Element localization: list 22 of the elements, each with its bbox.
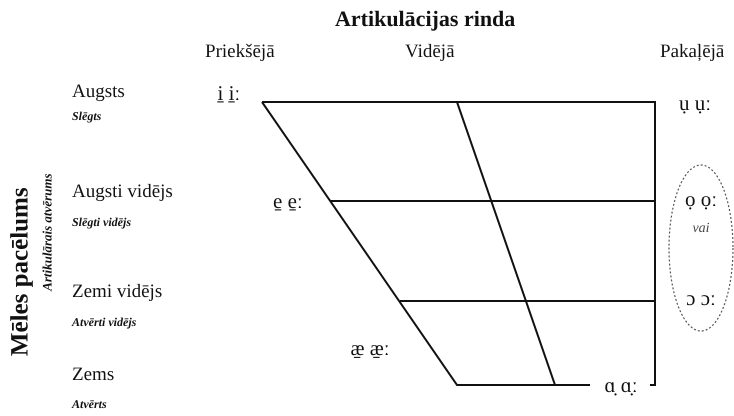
vowel-symbol: ɔ ɔː [685, 287, 717, 310]
vowel-symbol: ɑ̣ ɑ̣ː [604, 374, 638, 397]
axis-title: Mēles pacēlums [6, 187, 34, 356]
row-sublabel: Slēgts [72, 110, 102, 123]
row-label: Augsti vidējs [72, 182, 173, 202]
row-label: Zemi vidējs [72, 282, 162, 302]
row-sublabel: Atvērti vidējs [72, 316, 136, 329]
vowel-symbol: ọ ọː [684, 188, 718, 212]
chart-title: Artikulācijas rinda [335, 6, 516, 32]
column-heading: Vidējā [405, 42, 455, 62]
column-heading: Priekšējā [205, 42, 275, 62]
connector-word: vai [691, 221, 711, 236]
vowel-symbol: i̱ i̱ː [218, 82, 240, 105]
column-heading: Pakaļējā [660, 42, 724, 62]
vowel-symbol: æ̱ æ̱ː [350, 336, 390, 360]
vowel-symbol: e̱ e̱ː [273, 190, 303, 213]
row-sublabel: Slēgti vidējs [72, 216, 131, 229]
axis-subtitle: Artikulārais atvērums [40, 173, 54, 291]
row-label: Augsts [72, 82, 125, 102]
row-sublabel: Atvērts [72, 398, 107, 411]
vowel-symbol: ụ ụː [679, 92, 712, 115]
row-label: Zems [72, 364, 114, 386]
